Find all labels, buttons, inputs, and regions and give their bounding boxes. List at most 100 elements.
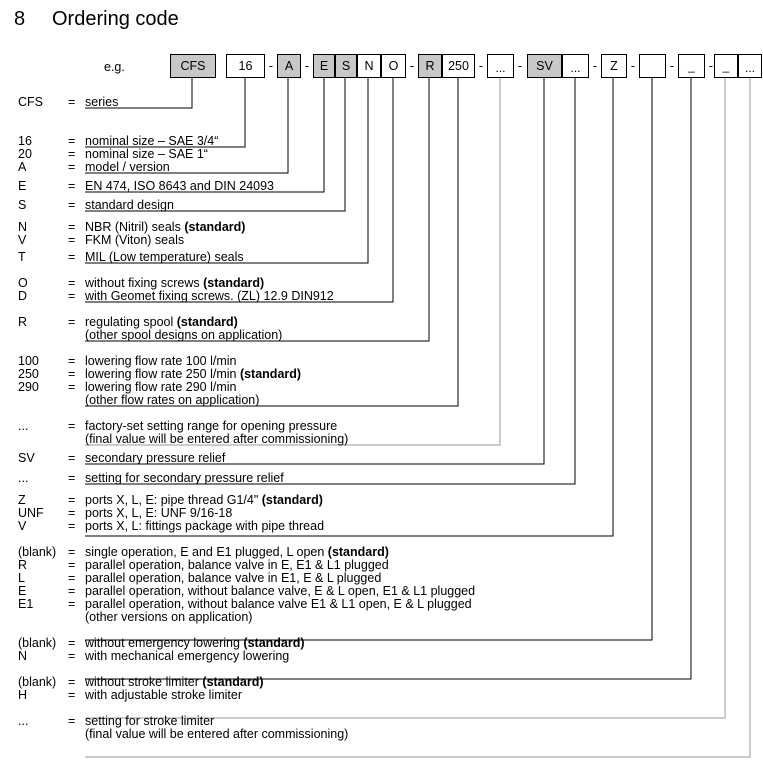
legend-standard-tag: (standard) bbox=[327, 545, 389, 559]
legend-equals: = bbox=[68, 584, 76, 598]
legend-key: (blank) bbox=[18, 545, 57, 559]
legend-description: regulating spool (standard) bbox=[85, 316, 238, 329]
legend-description: ports X, L: fittings package with pipe t… bbox=[85, 519, 325, 533]
legend-equals: = bbox=[68, 134, 76, 148]
legend-description: with Geomet fixing screws. (ZL) 12.9 DIN… bbox=[85, 289, 334, 303]
legend-key: 100 bbox=[18, 354, 39, 368]
code-separator-1: - bbox=[304, 59, 310, 73]
legend-description: (final value will be entered after commi… bbox=[85, 727, 349, 741]
code-box-seals: N bbox=[357, 54, 381, 78]
legend-key: R bbox=[18, 315, 28, 329]
legend-equals: = bbox=[68, 636, 76, 650]
page-title: 8 Ordering code bbox=[14, 7, 179, 31]
legend-key: (blank) bbox=[18, 675, 57, 689]
code-box-ports: Z bbox=[601, 54, 627, 78]
legend-description: ports X, L, E: pipe thread G1/4" (standa… bbox=[85, 494, 323, 507]
legend-description: without emergency lowering (standard) bbox=[85, 637, 305, 650]
legend-key: UNF bbox=[18, 506, 44, 520]
legend-key: V bbox=[18, 519, 27, 533]
legend-equals: = bbox=[68, 519, 76, 533]
legend-description: model / version bbox=[85, 160, 170, 174]
legend-key: H bbox=[18, 688, 28, 702]
legend-equals: = bbox=[68, 315, 76, 329]
legend-standard-tag: (standard) bbox=[243, 636, 305, 650]
code-separator-3: - bbox=[478, 59, 484, 73]
legend-description-text: lowering flow rate 250 l/min bbox=[85, 367, 240, 381]
legend-standard-tag: (standard) bbox=[184, 220, 246, 234]
legend-key: E1 bbox=[18, 597, 34, 611]
legend-equals: = bbox=[68, 506, 76, 520]
legend-key: N bbox=[18, 649, 28, 663]
section-number: 8 bbox=[14, 8, 26, 30]
legend-description: without stroke limiter (standard) bbox=[85, 676, 264, 689]
legend-description: parallel operation, without balance valv… bbox=[85, 597, 472, 611]
code-box-model-version: A bbox=[277, 54, 301, 78]
legend-description: lowering flow rate 100 l/min bbox=[85, 354, 237, 368]
code-box-operation bbox=[639, 54, 666, 78]
legend-key: T bbox=[18, 250, 26, 264]
code-box-series: CFS bbox=[170, 54, 216, 78]
legend-key: 20 bbox=[18, 147, 32, 161]
code-box-design: S bbox=[335, 54, 357, 78]
legend-description: FKM (Viton) seals bbox=[85, 233, 185, 247]
legend-key: A bbox=[18, 160, 27, 174]
legend-description-text: single operation, E and E1 plugged, L op… bbox=[85, 545, 328, 559]
legend-equals: = bbox=[68, 198, 76, 212]
legend-equals: = bbox=[68, 649, 76, 663]
code-box-spool: R bbox=[418, 54, 442, 78]
legend-description-text: regulating spool bbox=[85, 315, 177, 329]
legend-description: NBR (Nitril) seals (standard) bbox=[85, 221, 245, 234]
code-separator-6: - bbox=[630, 59, 636, 73]
code-box-fixing-screws: O bbox=[381, 54, 406, 78]
code-box-flow-rate: 250 bbox=[442, 54, 475, 78]
legend-equals: = bbox=[68, 571, 76, 585]
code-separator-2: - bbox=[409, 59, 415, 73]
code-box-secondary-relief: SV bbox=[527, 54, 562, 78]
code-box-stroke-setting: ... bbox=[738, 54, 762, 78]
code-separator-0: - bbox=[268, 59, 274, 73]
legend-description: (other spool designs on application) bbox=[85, 328, 283, 342]
legend-key: E bbox=[18, 179, 27, 193]
legend-equals: = bbox=[68, 688, 76, 702]
legend-description-text: without fixing screws bbox=[85, 276, 204, 290]
legend-equals: = bbox=[68, 95, 76, 109]
legend-key: ... bbox=[18, 714, 29, 728]
legend-equals: = bbox=[68, 380, 76, 394]
legend-key: ... bbox=[18, 419, 29, 433]
legend-description: lowering flow rate 250 l/min (standard) bbox=[85, 368, 301, 381]
legend-description: setting for stroke limiter bbox=[85, 714, 215, 728]
legend-key: O bbox=[18, 276, 28, 290]
legend-description: MIL (Low temperature) seals bbox=[85, 250, 244, 264]
legend-standard-tag: (standard) bbox=[202, 675, 264, 689]
legend-equals: = bbox=[68, 276, 76, 290]
legend-equals: = bbox=[68, 714, 76, 728]
legend-description: factory-set setting range for opening pr… bbox=[85, 419, 338, 433]
legend-description-text: NBR (Nitril) seals bbox=[85, 220, 185, 234]
legend-description: EN 474, ISO 8643 and DIN 24093 bbox=[85, 179, 275, 193]
legend-equals: = bbox=[68, 354, 76, 368]
legend-standard-tag: (standard) bbox=[176, 315, 238, 329]
legend-key: E bbox=[18, 584, 27, 598]
section-title: Ordering code bbox=[52, 8, 179, 30]
legend-equals: = bbox=[68, 419, 76, 433]
legend-description: nominal size – SAE 1“ bbox=[85, 147, 208, 161]
legend-key: 290 bbox=[18, 380, 39, 394]
example-label: e.g. bbox=[104, 60, 125, 74]
legend-description: parallel operation, balance valve in E1,… bbox=[85, 571, 382, 585]
legend-equals: = bbox=[68, 545, 76, 559]
legend-equals: = bbox=[68, 147, 76, 161]
legend-equals: = bbox=[68, 367, 76, 381]
legend-equals: = bbox=[68, 451, 76, 465]
code-separator-5: - bbox=[592, 59, 598, 73]
legend-equals: = bbox=[68, 233, 76, 247]
legend-description: (other versions on application) bbox=[85, 610, 253, 624]
legend-key: D bbox=[18, 289, 28, 303]
legend-standard-tag: (standard) bbox=[239, 367, 302, 381]
legend-key: V bbox=[18, 233, 27, 247]
legend-description: secondary pressure relief bbox=[85, 451, 226, 465]
legend-equals: = bbox=[68, 558, 76, 572]
legend-description: without fixing screws (standard) bbox=[85, 277, 264, 290]
legend-equals: = bbox=[68, 179, 76, 193]
legend-key: 250 bbox=[18, 367, 39, 381]
